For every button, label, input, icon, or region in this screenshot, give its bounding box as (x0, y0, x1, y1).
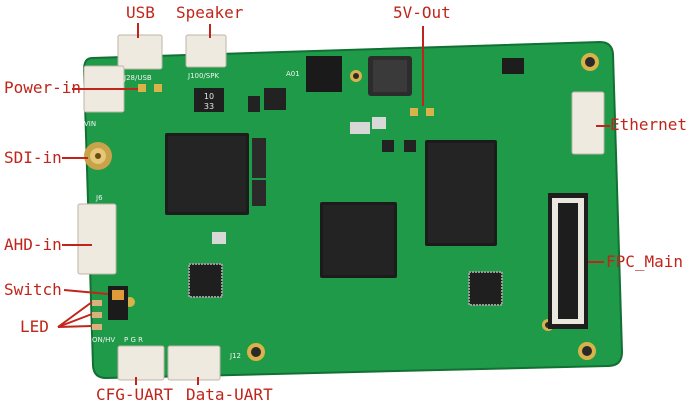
main-processor-chip (165, 133, 249, 215)
cfg-uart-connector (117, 345, 165, 381)
silk-a01: A01 (286, 70, 300, 78)
usb-label: USB (126, 3, 155, 22)
silk-j6: J6 (95, 194, 103, 202)
silk-j100: J100/SPK (187, 72, 219, 80)
cfg-uart-label: CFG-UART (96, 385, 174, 404)
callout-lines (57, 23, 610, 385)
svg-text:33: 33 (204, 102, 214, 111)
fpc-connector (548, 193, 588, 329)
ahd-in-label: AHD-in (4, 235, 62, 254)
sdi-connector (84, 142, 112, 170)
ahd-connector (77, 203, 117, 275)
small-qfn-chip (188, 117, 503, 306)
speaker-label: Speaker (176, 3, 244, 22)
data-uart-label: Data-UART (186, 385, 273, 404)
gold-pads (138, 84, 434, 116)
power-inductor (368, 56, 412, 96)
speaker-connector (185, 34, 227, 68)
data-uart-connector (167, 345, 221, 381)
svg-text:10: 10 (204, 92, 214, 101)
inductor-10-33: 10 33 (194, 88, 224, 112)
ethernet-label: Ethernet (610, 115, 688, 134)
five-v-out-label: 5V-Out (393, 3, 451, 22)
center-chip (320, 202, 397, 278)
ethernet-connector (571, 91, 605, 155)
silk-onhv: ON/HV (92, 336, 115, 344)
small-ics (248, 56, 524, 206)
silk-vin: VIN (84, 120, 96, 128)
memory-chip (425, 140, 497, 246)
silk-pgr: P G R (124, 336, 143, 344)
power-in-label: Power-in (4, 78, 82, 97)
switch-label: Switch (4, 280, 62, 299)
sdi-in-label: SDI-in (4, 148, 62, 167)
led-label: LED (20, 317, 49, 336)
silkscreen-text: J28/USB J100/SPK VIN J6 J12 ON/HV P G R … (84, 70, 300, 360)
silk-j12: J12 (229, 352, 241, 360)
led-components (92, 300, 102, 330)
fpc-main-label: FPC_Main (606, 252, 684, 271)
usb-connector (117, 34, 163, 70)
switch-component (108, 286, 128, 320)
silk-j28: J28/USB (123, 74, 152, 82)
